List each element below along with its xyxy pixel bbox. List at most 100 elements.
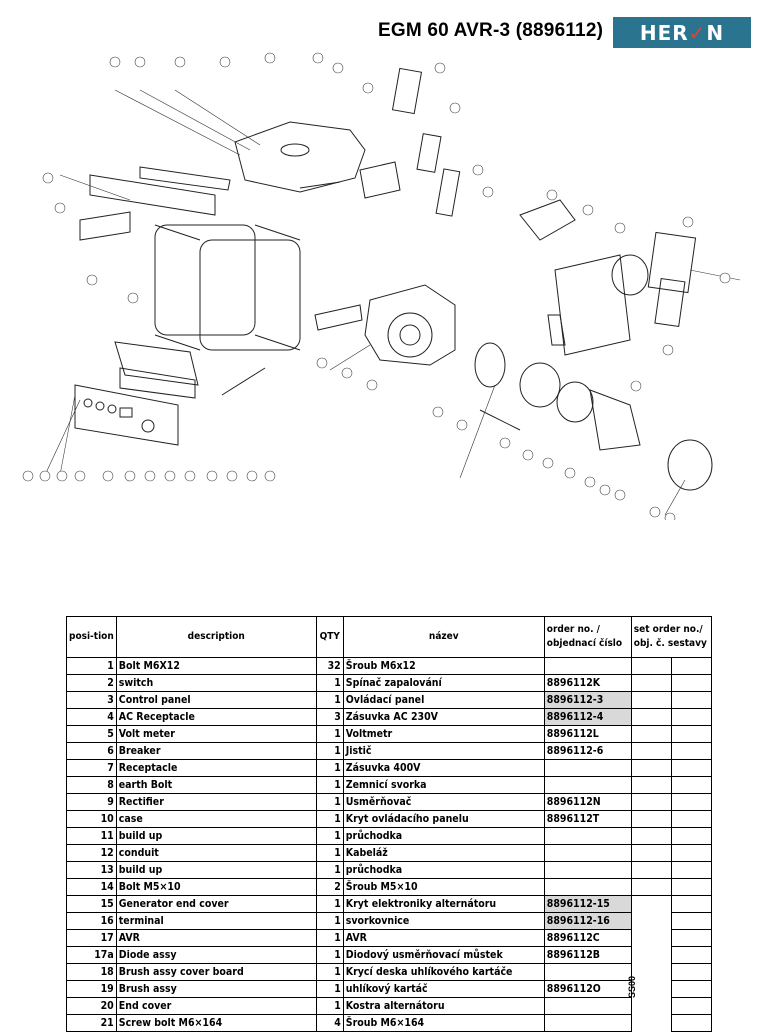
nazev-cell: Zásuvka 400V: [342, 759, 545, 777]
nazev-cell: uhlíkový kartáč: [342, 980, 545, 998]
set-order-cell: [630, 912, 672, 930]
position-cell: 12: [66, 844, 117, 862]
description-cell: End cover: [115, 997, 317, 1015]
page-title: EGM 60 AVR-3 (8896112): [378, 20, 604, 41]
nazev-cell: Kostra alternátoru: [342, 997, 545, 1015]
description-cell: build up: [115, 827, 317, 845]
qty-cell: 1: [315, 725, 344, 743]
position-cell: 13: [66, 861, 117, 879]
qty-cell: 1: [315, 963, 344, 981]
set-order-cell: [670, 878, 712, 896]
set-order-cell: [630, 776, 672, 794]
set-order-cell: [670, 980, 712, 998]
description-cell: AC Receptacle: [115, 708, 317, 726]
set-order-cell: [630, 827, 672, 845]
exploded-parts-diagram: [22, 52, 741, 520]
col-set-order: set order no./ obj. č. sestavy: [630, 616, 712, 658]
position-cell: 20: [66, 997, 117, 1015]
order-no-cell: 8896112B: [543, 946, 632, 964]
set-order-cell: [630, 657, 672, 675]
description-cell: Rectifier: [115, 793, 317, 811]
order-no-cell: [543, 963, 632, 981]
heron-logo: HER✓N: [613, 17, 751, 48]
nazev-cell: Krycí deska uhlíkového kartáče: [342, 963, 545, 981]
description-cell: Volt meter: [115, 725, 317, 743]
qty-cell: 32: [315, 657, 344, 675]
set-order-cell: [670, 742, 712, 760]
description-cell: Bolt M5×10: [115, 878, 317, 896]
nazev-cell: AVR: [342, 929, 545, 947]
order-no-cell: [543, 878, 632, 896]
set-order-cell: [670, 1014, 712, 1032]
position-cell: 4: [66, 708, 117, 726]
set-order-cell: [670, 691, 712, 709]
set-order-cell: [670, 997, 712, 1015]
description-cell: Diode assy: [115, 946, 317, 964]
order-no-cell: 8896112K: [543, 674, 632, 692]
qty-cell: 1: [315, 691, 344, 709]
nazev-cell: Spínač zapalování: [342, 674, 545, 692]
set-order-cell: [670, 708, 712, 726]
set-order-cell: [630, 674, 672, 692]
nazev-cell: Kabeláž: [342, 844, 545, 862]
order-no-cell: [543, 1014, 632, 1032]
set-order-cell: [630, 1014, 672, 1032]
order-no-cell: [543, 997, 632, 1015]
nazev-cell: průchodka: [342, 861, 545, 879]
set-order-cell: [670, 759, 712, 777]
position-cell: 3: [66, 691, 117, 709]
order-no-cell: [543, 657, 632, 675]
order-no-cell: [543, 776, 632, 794]
nazev-cell: svorkovnice: [342, 912, 545, 930]
set-order-cell: [670, 895, 712, 913]
set-order-cell: [670, 793, 712, 811]
nazev-cell: Šroub M6x12: [342, 657, 545, 675]
qty-cell: 1: [315, 844, 344, 862]
set-order-cell: [630, 929, 672, 947]
col-nazev: název: [342, 616, 545, 658]
qty-cell: 1: [315, 912, 344, 930]
description-cell: Breaker: [115, 742, 317, 760]
qty-cell: 1: [315, 776, 344, 794]
order-no-cell: 8896112O: [543, 980, 632, 998]
qty-cell: 1: [315, 929, 344, 947]
qty-cell: 1: [315, 759, 344, 777]
set-order-cell: [670, 827, 712, 845]
col-position: posi-tion: [66, 616, 117, 658]
description-cell: earth Bolt: [115, 776, 317, 794]
position-cell: 21: [66, 1014, 117, 1032]
nazev-cell: Ovládací panel: [342, 691, 545, 709]
set-order-cell: [630, 810, 672, 828]
order-no-cell: 8896112-6: [543, 742, 632, 760]
set-order-cell: [630, 980, 672, 998]
qty-cell: 1: [315, 827, 344, 845]
nazev-cell: Šroub M5×10: [342, 878, 545, 896]
position-cell: 8: [66, 776, 117, 794]
set-order-cell: [670, 963, 712, 981]
position-cell: 17a: [66, 946, 117, 964]
qty-cell: 1: [315, 742, 344, 760]
description-cell: Screw bolt M6×164: [115, 1014, 317, 1032]
nazev-cell: Šroub M6×164: [342, 1014, 545, 1032]
description-cell: case: [115, 810, 317, 828]
description-cell: Brush assy: [115, 980, 317, 998]
position-cell: 18: [66, 963, 117, 981]
set-order-cell: [630, 878, 672, 896]
set-order-cell: [670, 725, 712, 743]
nazev-cell: Kryt ovládacího panelu: [342, 810, 545, 828]
order-no-cell: [543, 844, 632, 862]
nazev-cell: Kryt elektroniky alternátoru: [342, 895, 545, 913]
description-cell: Control panel: [115, 691, 317, 709]
nazev-cell: Diodový usměrňovací můstek: [342, 946, 545, 964]
set-order-cell: [670, 844, 712, 862]
